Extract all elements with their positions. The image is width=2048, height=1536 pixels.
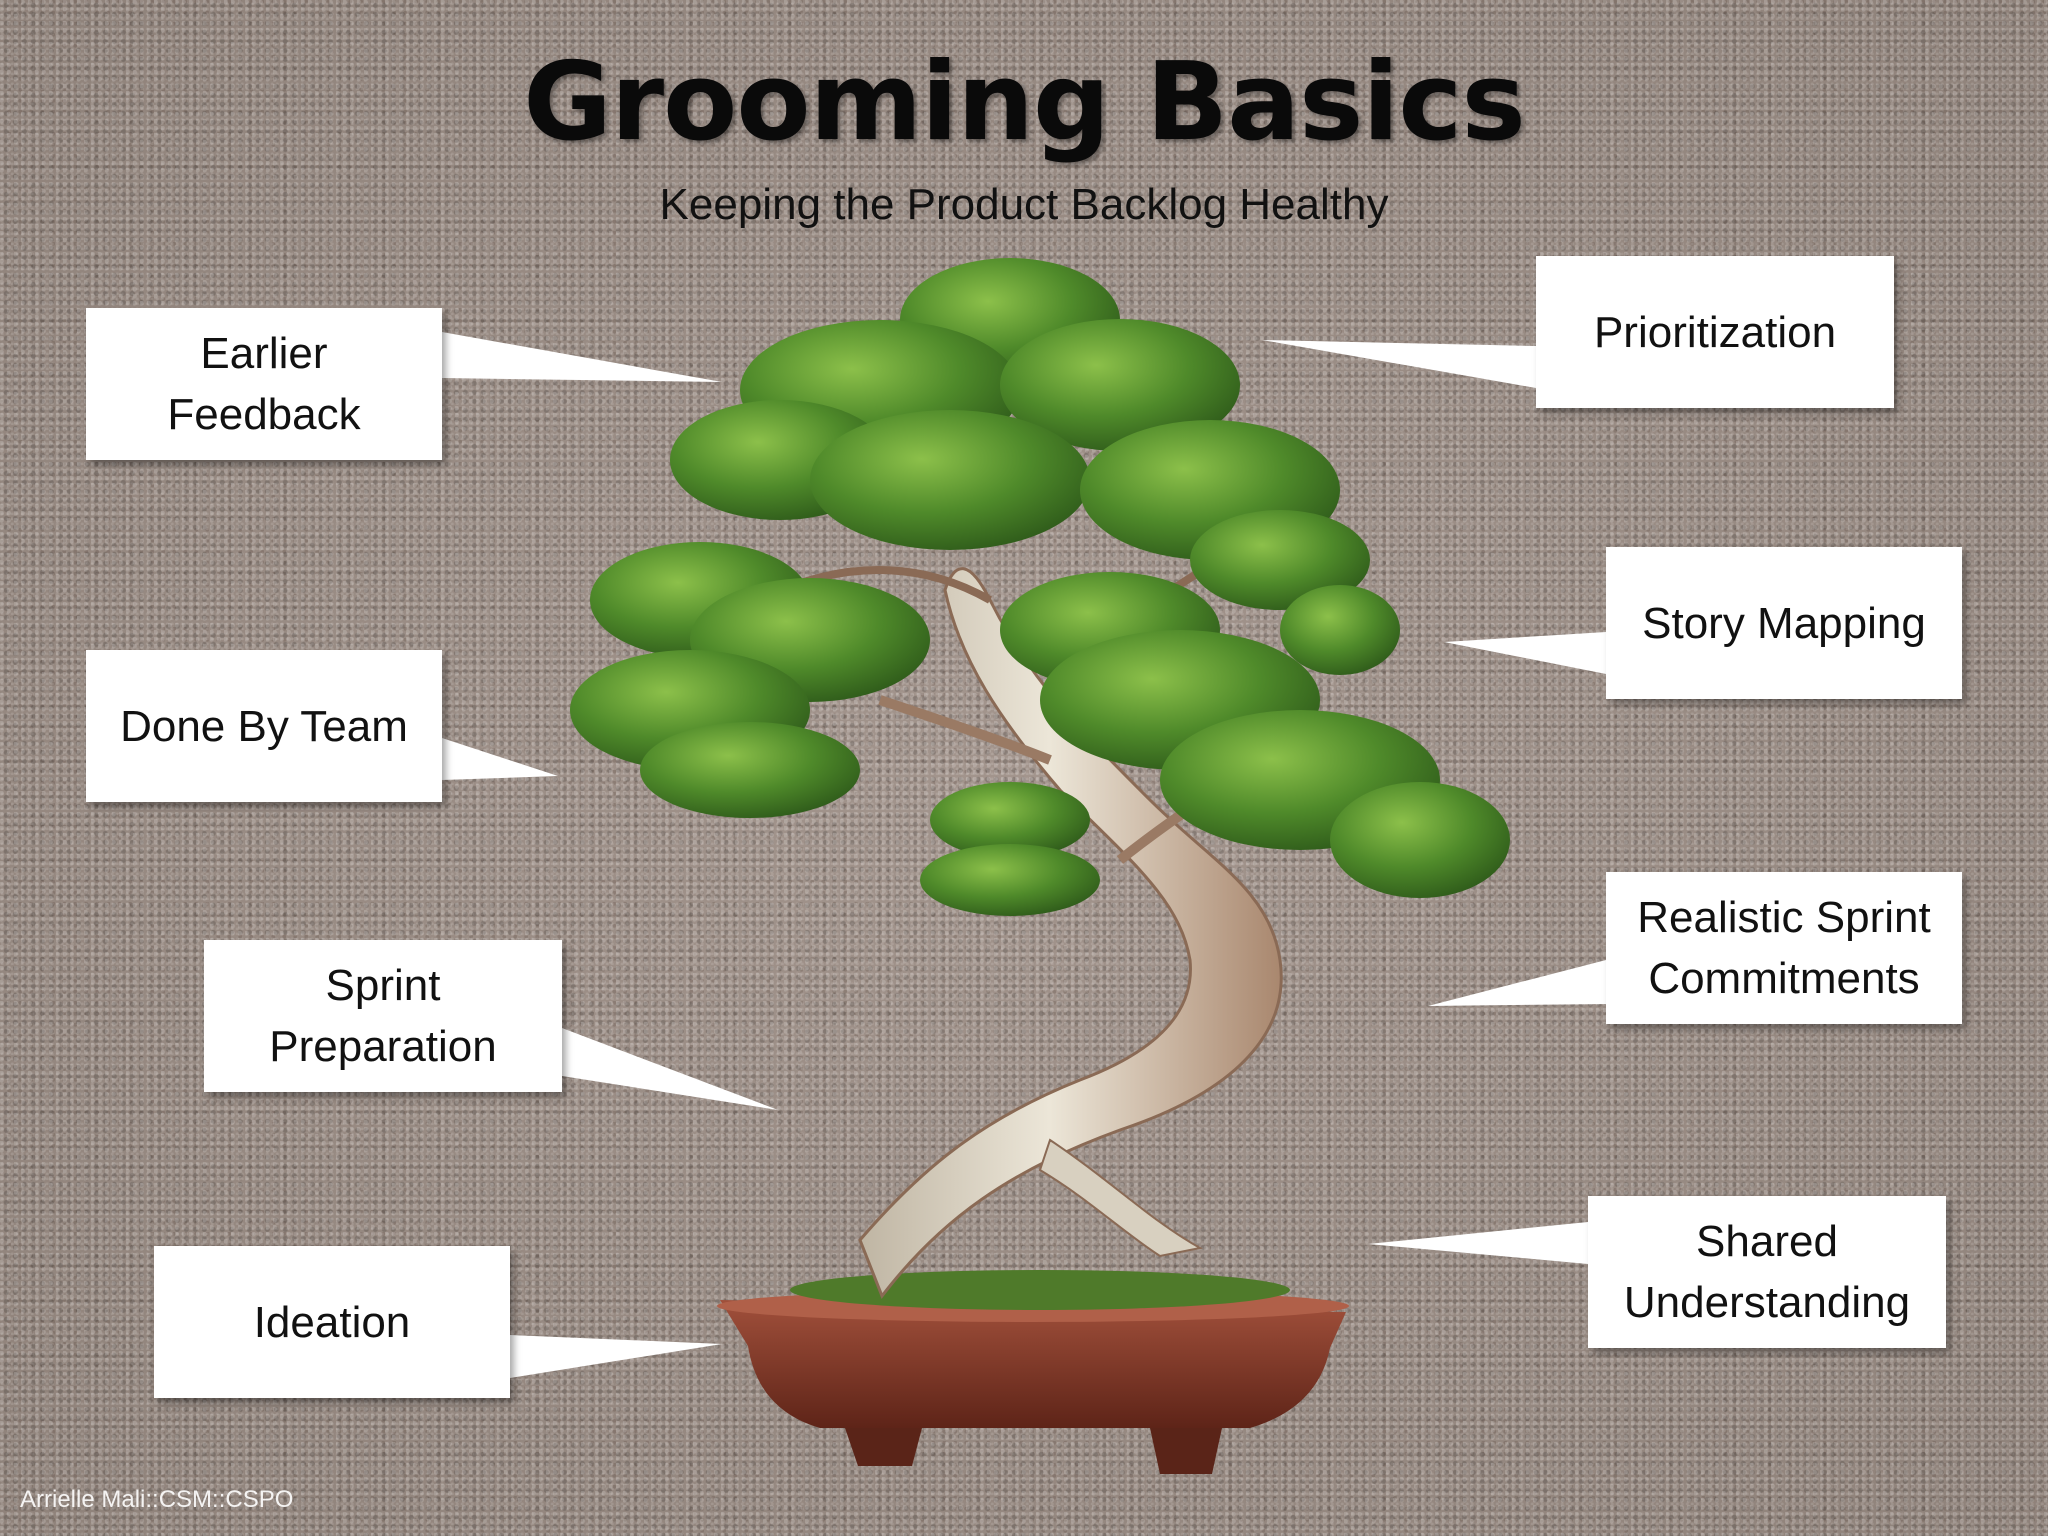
pointer-shared-understanding (1368, 1222, 1588, 1264)
author-credit: Arrielle Mali::CSM::CSPO (20, 1486, 294, 1513)
callout-prioritization: Prioritization (1536, 256, 1894, 408)
pointer-done-by-team (442, 738, 558, 780)
pointer-ideation (510, 1335, 722, 1378)
callout-pointers (442, 332, 1606, 1378)
callout-done-by-team: Done By Team (86, 650, 442, 802)
pointer-earlier-feedback (442, 332, 722, 382)
slide-title: Grooming Basics (523, 40, 1525, 165)
pointer-realistic-sprint-commitments (1428, 960, 1606, 1006)
callout-sprint-preparation: Sprint Preparation (204, 940, 562, 1092)
callout-earlier-feedback: Earlier Feedback (86, 308, 442, 460)
callout-shared-understanding: Shared Understanding (1588, 1196, 1946, 1348)
callout-ideation: Ideation (154, 1246, 510, 1398)
callout-realistic-sprint-commitments: Realistic Sprint Commitments (1606, 872, 1962, 1024)
callout-story-mapping: Story Mapping (1606, 547, 1962, 699)
bonsai-foliage (570, 258, 1510, 916)
slide-subtitle: Keeping the Product Backlog Healthy (659, 180, 1389, 229)
pointer-story-mapping (1444, 632, 1606, 674)
bonsai-pot (717, 1270, 1349, 1474)
pointer-sprint-preparation (562, 1028, 778, 1110)
pointer-prioritization (1262, 340, 1536, 388)
